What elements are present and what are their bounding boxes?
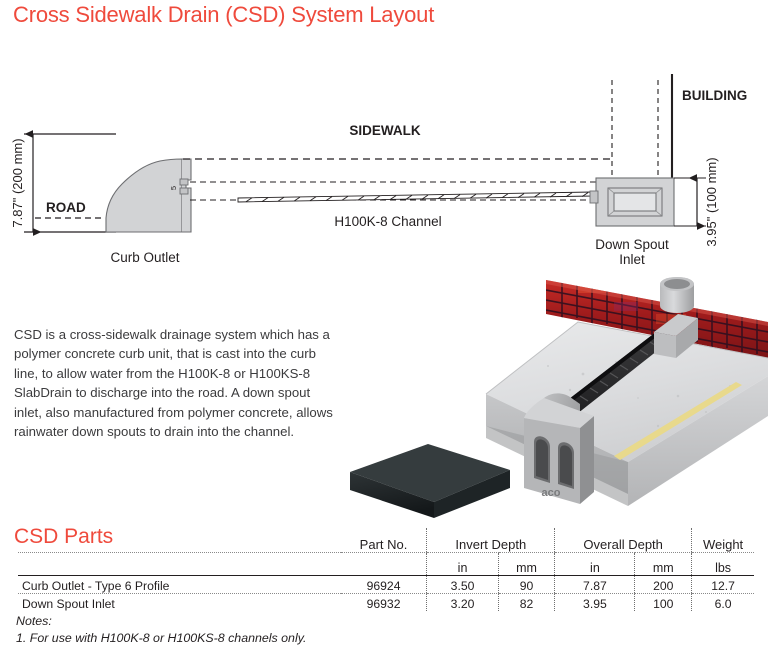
row-part-no: 96924 <box>340 575 427 594</box>
notes-label: Notes: <box>16 614 52 628</box>
row-overall-in: 7.87 <box>554 575 635 594</box>
unit-overall-mm: mm <box>634 552 692 576</box>
aco-logo-text: aco <box>542 487 561 499</box>
header-invert-depth-b <box>498 528 555 553</box>
asphalt-block <box>350 444 510 518</box>
row-name: Curb Outlet - Type 6 Profile <box>18 575 341 594</box>
schematic-diagram: BUILDING 7.87" (200 mm) ROAD <box>0 36 768 276</box>
row-weight-lbs: 6.0 <box>691 593 754 611</box>
row-invert-mm: 82 <box>497 593 555 611</box>
units-part-spacer <box>341 553 427 576</box>
curb-outlet-profile <box>105 158 192 233</box>
row-invert-in: 3.20 <box>426 593 499 611</box>
header-overall-depth: Overall Depth <box>583 537 663 552</box>
row-overall-mm: 100 <box>634 593 692 611</box>
header-invert-depth-a: Invert Depth <box>426 528 526 553</box>
unit-overall-in: in <box>554 552 635 576</box>
table-header-row: Part No. Invert Depth Overall Depth Weig… <box>18 528 754 553</box>
notes-item: 1. For use with H100K-8 or H100KS-8 chan… <box>16 630 307 645</box>
header-weight: Weight <box>691 528 754 553</box>
h100k8-channel <box>190 181 612 203</box>
unit-weight-lbs: lbs <box>691 552 754 576</box>
page-title: Cross Sidewalk Drain (CSD) System Layout <box>13 2 435 27</box>
description-text: CSD is a cross-sidewalk drainage system … <box>14 327 333 440</box>
header-overall-depth-a: Overall Depth <box>554 528 663 553</box>
row-overall-mm: 200 <box>634 575 692 594</box>
row-invert-mm: 90 <box>497 575 555 594</box>
downspout-label-line2: Inlet <box>619 252 645 267</box>
downspout-pipe <box>660 277 694 313</box>
row-invert-in: 3.50 <box>426 575 499 594</box>
isometric-render: aco <box>338 266 768 518</box>
waterproof-strip <box>614 382 742 460</box>
row-name: Down Spout Inlet <box>22 597 115 611</box>
unit-invert-in: in <box>426 552 499 576</box>
header-invert-depth: Invert Depth <box>455 537 527 552</box>
road-label: ROAD <box>46 200 86 215</box>
curb-outlet-3d: aco <box>524 393 594 504</box>
notes-block: Notes: 1. For use with H100K-8 or H100KS… <box>16 613 306 646</box>
right-dimension-line <box>674 174 706 230</box>
right-dimension-label: 3.95" (100 mm) <box>704 157 719 246</box>
building-label: BUILDING <box>682 88 747 103</box>
left-dimension-label: 7.87" (200 mm) <box>10 138 25 227</box>
curb-outlet-label: Curb Outlet <box>110 250 179 265</box>
table-row: Down Spout Inlet 96932 3.20 82 3.95 100 … <box>18 593 754 611</box>
downspout-inlet-3d <box>654 277 698 358</box>
inner-dimension-label: 5 <box>169 186 178 190</box>
downspout-inlet-symbol <box>589 177 675 227</box>
row-overall-in: 3.95 <box>554 593 635 611</box>
channel-label: H100K-8 Channel <box>334 214 441 229</box>
header-name <box>18 528 341 553</box>
row-part-no: 96932 <box>366 597 401 611</box>
left-dimension-line <box>24 130 116 236</box>
parts-table: Part No. Invert Depth Overall Depth Weig… <box>18 528 754 611</box>
unit-invert-mm: mm <box>497 552 555 576</box>
table-units-row: in mm in mm lbs <box>18 552 754 576</box>
row-weight-lbs: 12.7 <box>691 575 754 594</box>
table-row: Curb Outlet - Type 6 Profile 96924 3.50 … <box>18 575 754 594</box>
header-overall-depth-b <box>634 528 692 553</box>
sidewalk-label: SIDEWALK <box>349 123 421 138</box>
units-name-spacer <box>18 553 341 576</box>
header-part-no: Part No. <box>340 528 427 553</box>
downspout-label-line1: Down Spout <box>595 237 669 252</box>
